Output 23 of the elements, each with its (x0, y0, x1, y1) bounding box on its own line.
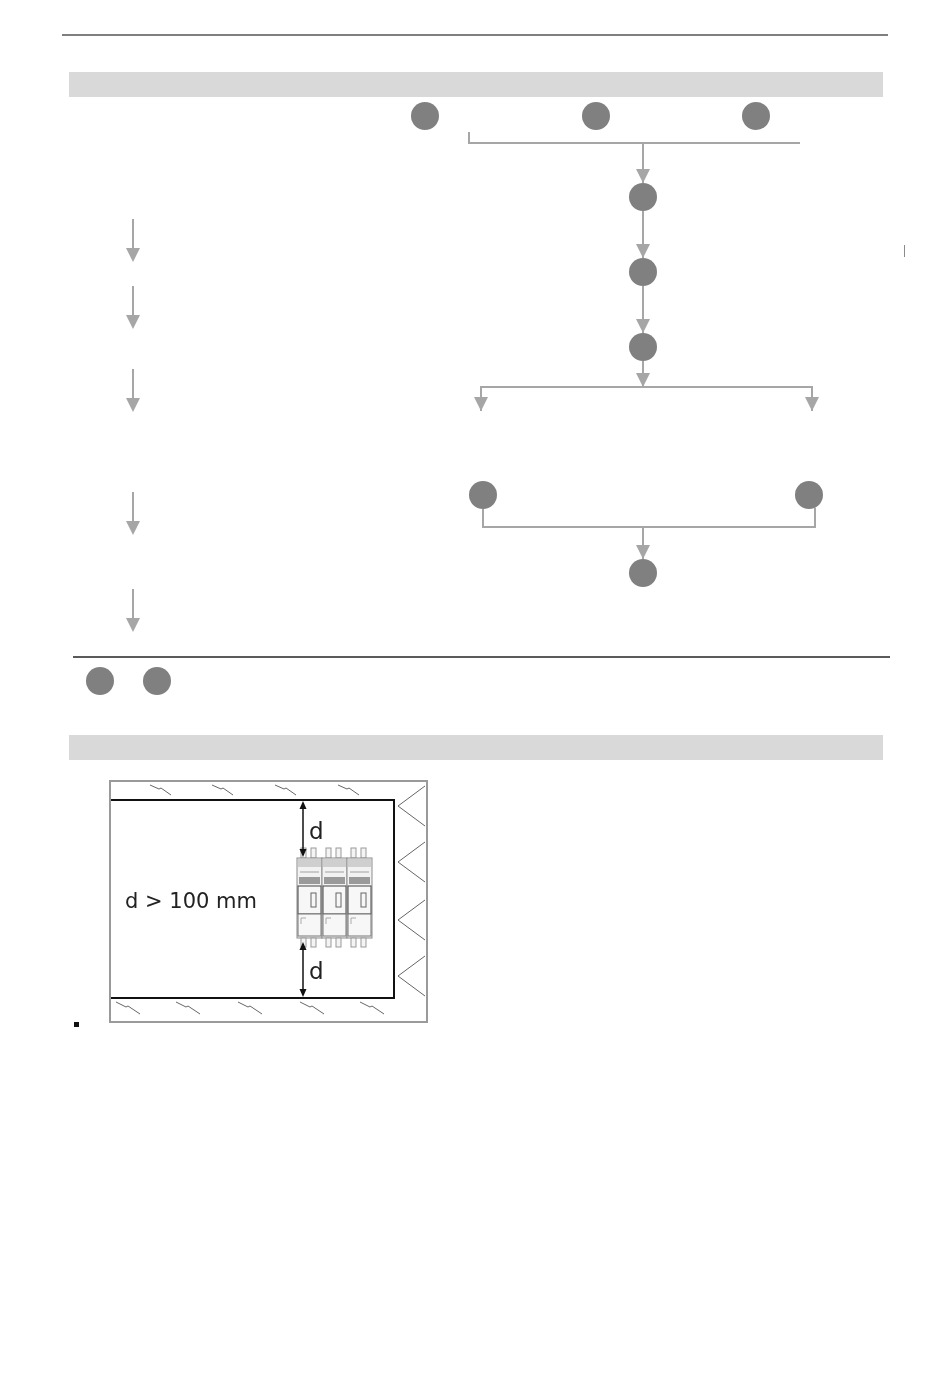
arrow (636, 360, 650, 388)
connector-line (482, 508, 644, 528)
arrow (468, 131, 801, 184)
step-circle (629, 183, 657, 211)
step-circle (629, 333, 657, 361)
clearance-note: d > 100 mm (125, 891, 257, 912)
arrow (474, 386, 644, 412)
connector-line (642, 506, 816, 528)
step-circle (629, 258, 657, 286)
step-circle (795, 481, 823, 509)
dimension-label: d (309, 960, 324, 983)
step-circle (629, 559, 657, 587)
step-circle (86, 667, 114, 695)
step-circle (143, 667, 171, 695)
step-circle (411, 102, 439, 130)
dimension-label: d (309, 820, 324, 843)
step-circle (582, 102, 610, 130)
arrow (636, 210, 650, 259)
arrow (636, 526, 650, 560)
step-circle (742, 102, 770, 130)
step-circle (469, 481, 497, 509)
arrow (636, 285, 650, 334)
arrow (642, 386, 819, 412)
